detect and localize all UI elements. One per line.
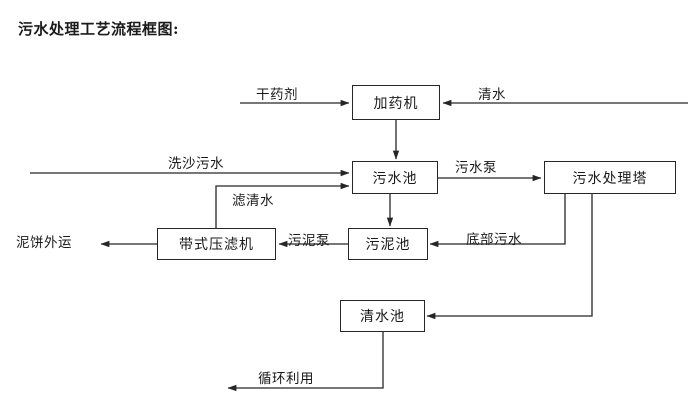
edge-label-clean-water-in: 清水: [478, 87, 506, 103]
node-sewage-pool[interactable]: 污水池: [352, 161, 438, 194]
node-belt-filter-press[interactable]: 带式压滤机: [157, 228, 276, 260]
edge-label-dry-agent: 干药剂: [256, 87, 298, 103]
node-clean-water-pool-label: 清水池: [360, 309, 405, 325]
node-sludge-pool-label: 污泥池: [365, 237, 411, 253]
node-belt-filter-press-label: 带式压滤机: [179, 237, 254, 253]
edge-tower-to-clean-water-pool: [426, 194, 593, 320]
node-dosing-machine[interactable]: 加药机: [352, 85, 440, 120]
edge-label-sludge-pump: 污泥泵: [288, 233, 330, 249]
edge-filtered-clear-water: [215, 182, 350, 228]
edge-recycle-use: [227, 332, 384, 392]
edge-label-filtered-clear-water: 滤清水: [232, 193, 274, 209]
edge-label-sewage-pump: 污水泵: [455, 160, 497, 176]
node-sewage-treatment-tower-label: 污水处理塔: [572, 170, 648, 187]
node-clean-water-pool[interactable]: 清水池: [340, 300, 425, 332]
node-sewage-pool-label: 污水池: [372, 170, 418, 187]
edge-bottom-sewage: [429, 194, 566, 248]
edge-label-mud-cake-transport: 泥饼外运: [16, 235, 72, 251]
node-dosing-machine-label: 加药机: [373, 95, 419, 112]
edge-label-bottom-sewage: 底部污水: [466, 232, 522, 248]
node-sewage-treatment-tower[interactable]: 污水处理塔: [544, 161, 676, 194]
edge-label-sand-wash-sewage: 洗沙污水: [168, 156, 224, 172]
node-sludge-pool[interactable]: 污泥池: [348, 228, 428, 260]
edge-label-recycle-use: 循环利用: [258, 371, 314, 387]
page-title: 污水处理工艺流程框图:: [18, 20, 180, 38]
